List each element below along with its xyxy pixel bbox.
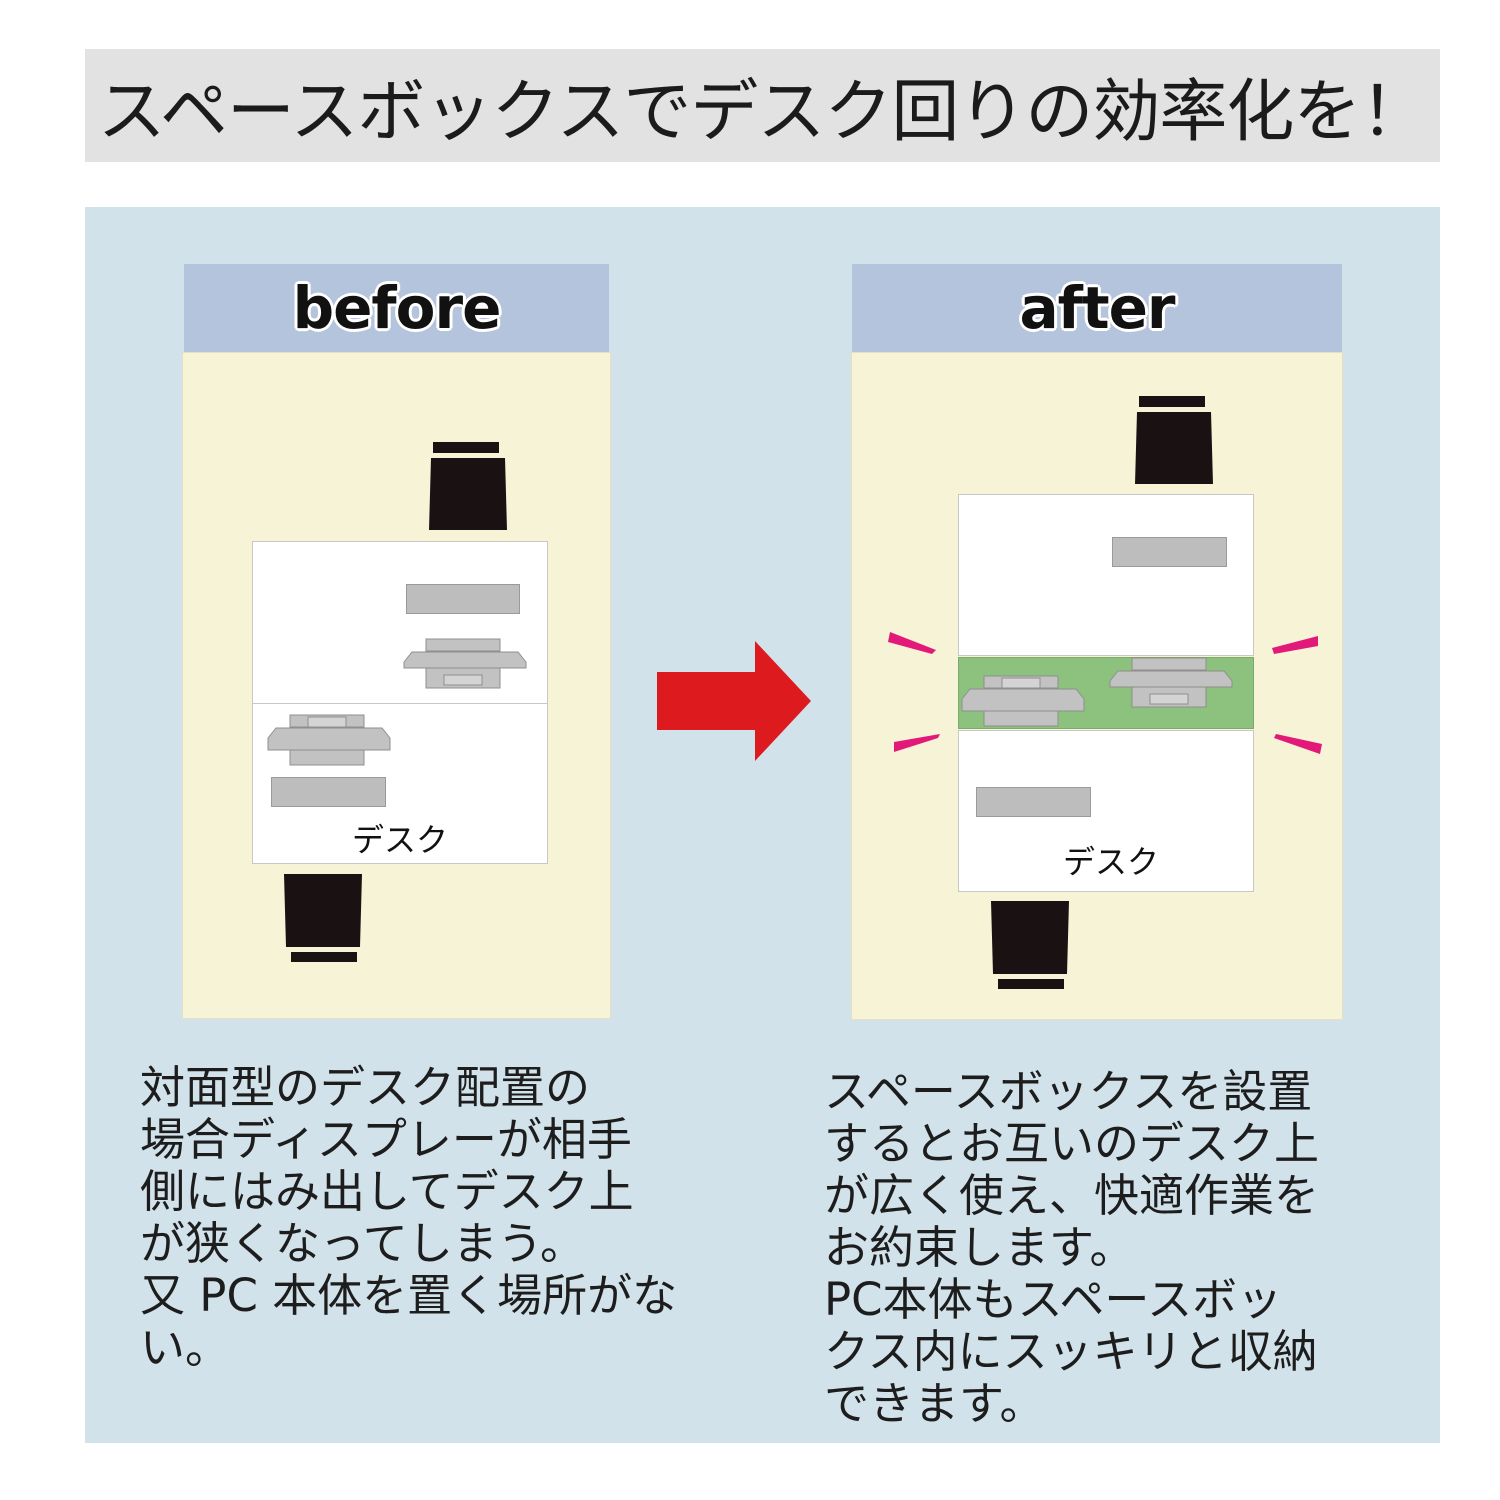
chair-icon — [1135, 396, 1213, 484]
display-icon — [271, 777, 386, 807]
before-description-line: い。 — [140, 1321, 231, 1374]
keyboard-icon — [1109, 657, 1233, 708]
after-description-line: するとお互いのデスク上 — [824, 1117, 1320, 1170]
after-header: after — [852, 264, 1342, 352]
chair-icon — [991, 901, 1069, 989]
page-title: スペースボックスでデスク回りの効率化を！ — [97, 73, 1429, 152]
display-icon — [976, 787, 1091, 817]
before-header-label: before — [292, 274, 502, 342]
before-description-line: 対面型のデスク配置の — [140, 1061, 591, 1114]
burst-mark-icon — [888, 632, 1322, 754]
before-desk-label: デスク — [352, 821, 449, 859]
after-desk-label: デスク — [1063, 843, 1160, 881]
before-description-line: 側にはみ出してデスク上 — [140, 1165, 634, 1218]
chair-icon — [429, 442, 507, 530]
keyboard-icon — [961, 675, 1085, 727]
before-header: before — [184, 264, 609, 352]
display-icon — [1112, 537, 1227, 567]
after-description-line: できます。 — [824, 1377, 1045, 1430]
title-bar: スペースボックスでデスク回りの効率化を！ — [85, 49, 1440, 162]
after-description: スペースボックスを設置 するとお互いのデスク上 が広く使え、快適作業を お約束し… — [824, 1066, 1319, 1430]
after-description-line: が広く使え、快適作業を — [824, 1169, 1320, 1222]
keyboard-icon — [267, 714, 391, 766]
chair-icon — [284, 874, 362, 962]
after-header-label: after — [1019, 274, 1175, 342]
keyboard-icon — [403, 638, 527, 689]
before-description-line: 場合ディスプレーが相手 — [140, 1113, 632, 1166]
before-description-line: 又 PC 本体を置く場所がな — [140, 1269, 678, 1322]
after-description-line: スペースボックスを設置 — [824, 1065, 1313, 1118]
arrow-right-icon — [657, 641, 811, 761]
before-description-line: が狭くなってしまう。 — [140, 1217, 586, 1270]
display-icon — [406, 584, 520, 614]
before-description: 対面型のデスク配置の 場合ディスプレーが相手 側にはみ出してデスク上 が狭くなっ… — [140, 1062, 677, 1374]
after-description-line: PC本体もスペースボッ — [824, 1273, 1283, 1326]
after-description-line: クス内にスッキリと収納 — [824, 1325, 1318, 1378]
after-description-line: お約束します。 — [824, 1221, 1135, 1274]
after-desk-top — [958, 494, 1254, 656]
